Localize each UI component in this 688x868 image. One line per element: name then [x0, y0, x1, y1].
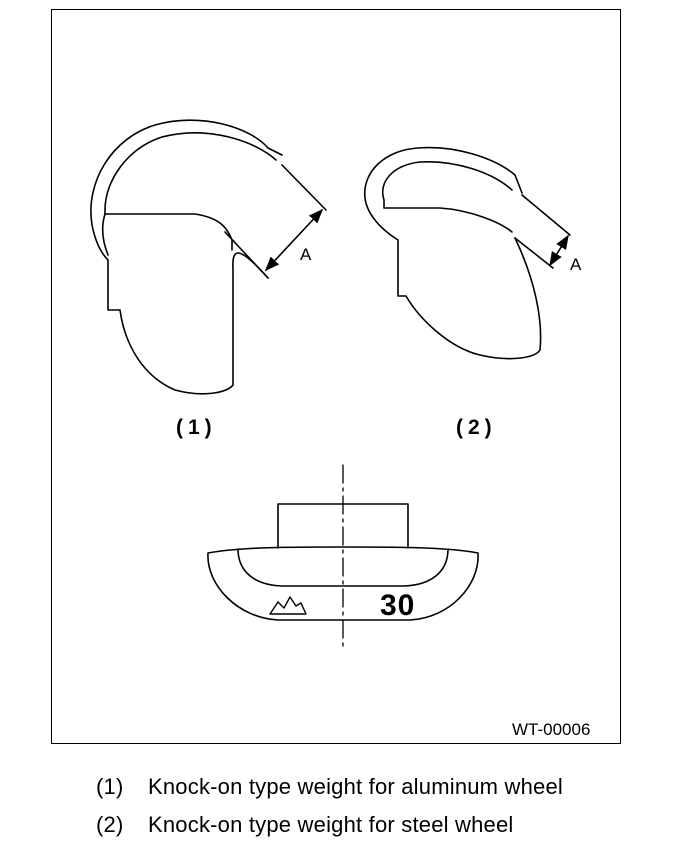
legend-item-number: (2): [96, 812, 124, 837]
diagram-frame: [51, 9, 621, 744]
fig2-dimension-label: A: [570, 255, 582, 274]
figure-code: WT-00006: [512, 720, 591, 739]
fig2-number: (2): [456, 416, 497, 439]
steel-wheel-weight-drawing: [364, 146, 571, 360]
fig1-number: (1): [176, 416, 217, 439]
weight-marking: 30: [380, 589, 415, 622]
legend-item-2: (2) Knock-on type weight for steel wheel: [96, 812, 656, 840]
legend-item-number: (1): [96, 774, 124, 799]
aluminum-wheel-weight-drawing: [90, 119, 327, 395]
legend-item-1: (1) Knock-on type weight for aluminum wh…: [96, 774, 656, 802]
weight-front-view: [207, 464, 479, 649]
legend-item-text: Knock-on type weight for aluminum wheel: [148, 774, 564, 799]
legend-item-text: Knock-on type weight for steel wheel: [148, 812, 514, 837]
mountain-logo-icon: [269, 596, 307, 615]
fig1-dimension-label: A: [300, 245, 312, 264]
